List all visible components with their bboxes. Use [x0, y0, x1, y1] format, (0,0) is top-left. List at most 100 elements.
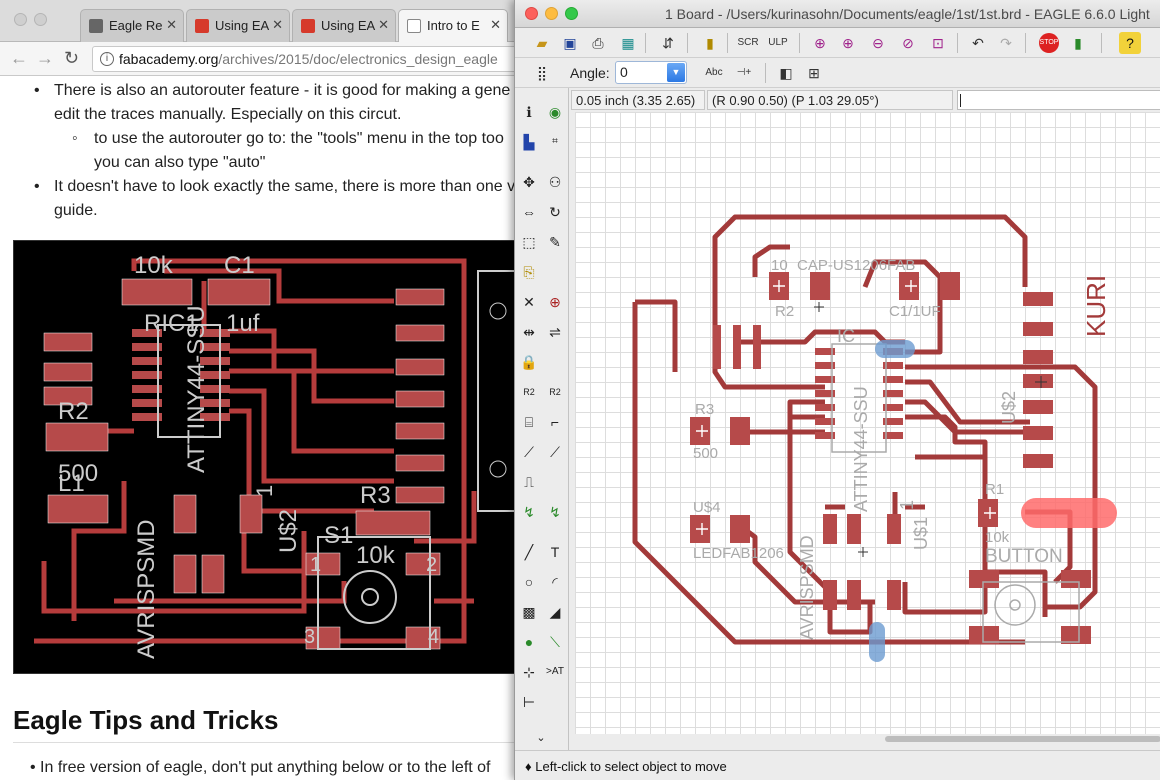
pad[interactable] [730, 417, 750, 445]
zoom-select-icon[interactable]: ⊡ [932, 35, 944, 51]
close-tab-icon[interactable]: ✕ [272, 17, 283, 32]
zoom-fit-icon[interactable]: ⊕ [814, 35, 826, 51]
rotate-icon[interactable]: ↻ [549, 204, 561, 220]
arc-icon[interactable]: ◜ [552, 574, 558, 590]
open-folder-icon[interactable]: ▰ [536, 35, 548, 51]
polygon-icon[interactable]: ◢ [549, 604, 561, 620]
change-icon[interactable]: ✎ [549, 234, 561, 250]
pad[interactable] [810, 272, 830, 300]
pad[interactable] [713, 325, 721, 369]
trace[interactable] [787, 399, 827, 589]
trace[interactable] [905, 379, 1030, 425]
pad[interactable] [753, 325, 761, 369]
close-window-button[interactable] [525, 7, 538, 20]
pad[interactable] [969, 626, 999, 644]
via-icon[interactable]: ● [524, 634, 534, 650]
pad[interactable] [940, 272, 960, 300]
minimize-window-button[interactable] [545, 7, 558, 20]
layout-vertical-icon[interactable]: ⊞ [808, 65, 820, 81]
copy-icon[interactable]: ⚇ [548, 174, 562, 190]
pad[interactable] [823, 580, 837, 610]
pad[interactable] [1023, 454, 1053, 468]
hole-icon[interactable]: ⊹ [523, 664, 535, 680]
zoom-window-button[interactable] [565, 7, 578, 20]
attribute-icon[interactable]: >AT [546, 666, 564, 677]
miter-icon[interactable]: ⌐ [550, 414, 560, 430]
trace[interactable] [712, 214, 1028, 287]
horizontal-scrollbar[interactable] [575, 734, 1160, 744]
trace[interactable] [985, 569, 1048, 617]
board-canvas[interactable]: 10 CAP-US1206FAB R2 C1/1UF IC ATTINY44-S… [575, 112, 1160, 734]
library-icon[interactable]: ▮ [706, 35, 714, 51]
text-icon[interactable]: T [550, 544, 560, 560]
pad[interactable] [1023, 322, 1053, 336]
close-tab-icon[interactable]: ✕ [378, 17, 389, 32]
trace[interactable] [905, 414, 988, 512]
schematic-switch-icon[interactable]: ⇵ [662, 35, 674, 51]
name-icon[interactable]: R2 [523, 387, 535, 397]
spin-icon[interactable]: Abc [705, 67, 723, 78]
save-icon[interactable]: ▣ [563, 35, 577, 51]
smash-icon[interactable]: ⌸ [524, 414, 534, 430]
tab-eagle-reference[interactable]: Eagle Re ✕ [80, 9, 184, 42]
trace[interactable] [752, 244, 790, 277]
pinswap-icon[interactable]: ⇹ [523, 324, 535, 340]
pad[interactable] [847, 514, 861, 544]
split-icon[interactable]: ⟋ [524, 444, 534, 460]
zoom-out-icon[interactable]: ⊖ [872, 35, 884, 51]
lock-icon[interactable]: 🔒 [520, 354, 538, 370]
selected-signal-highlight[interactable] [1021, 498, 1117, 528]
mirror-tool-icon[interactable]: ⇔ [522, 204, 536, 220]
back-arrow-icon[interactable]: ← [10, 48, 28, 68]
add-icon[interactable]: ⊕ [549, 294, 561, 310]
chevron-down-icon[interactable]: ▼ [667, 63, 685, 82]
trace[interactable] [862, 259, 943, 355]
replace-icon[interactable]: ⇌ [549, 324, 561, 340]
help-icon[interactable]: ? [1119, 32, 1141, 54]
angle-dropdown[interactable]: 0 ▼ [615, 61, 687, 84]
airwire-highlight[interactable] [869, 622, 885, 662]
script-icon[interactable]: SCR [737, 37, 759, 48]
route-icon[interactable]: ↯ [523, 504, 535, 520]
command-line-input[interactable] [957, 90, 1160, 110]
tab-using-eagle-2[interactable]: Using EA ✕ [292, 9, 396, 42]
pad[interactable] [730, 515, 750, 543]
mark-icon[interactable]: ⌗ [552, 136, 558, 147]
rectangle-icon[interactable]: ▩ [522, 604, 536, 620]
pad[interactable] [1061, 626, 1091, 644]
reload-icon[interactable]: ↻ [64, 48, 80, 68]
pad[interactable] [1023, 374, 1053, 388]
pad[interactable] [1023, 400, 1053, 414]
airwire-highlight[interactable] [875, 340, 915, 358]
forward-arrow-icon[interactable]: → [36, 48, 54, 68]
display-layers-icon[interactable]: ▙ [523, 134, 535, 150]
grid-select-icon[interactable]: ⣿ [536, 65, 548, 81]
zoom-in-icon[interactable]: ⊕ [842, 35, 854, 51]
signal-icon[interactable]: ⟍ [550, 634, 560, 650]
optimize-icon[interactable]: ⟋ [550, 444, 560, 460]
pad[interactable] [1023, 350, 1053, 364]
paste-icon[interactable]: ⎘ [523, 264, 535, 280]
pad[interactable] [733, 325, 741, 369]
redo-icon[interactable]: ↷ [1000, 35, 1012, 51]
scroll-thumb[interactable] [885, 736, 1160, 742]
trace[interactable] [892, 454, 985, 527]
mirror-icon[interactable]: ⊣+ [736, 67, 752, 78]
board-layout[interactable]: 10 CAP-US1206FAB R2 C1/1UF IC ATTINY44-S… [575, 112, 1160, 734]
move-icon[interactable]: ✥ [523, 174, 535, 190]
tab-using-eagle-1[interactable]: Using EA ✕ [186, 9, 290, 42]
stop-icon[interactable]: STOP [1039, 33, 1059, 53]
delete-icon[interactable]: ✕ [523, 294, 535, 310]
pad[interactable] [1023, 292, 1053, 306]
info-icon[interactable]: ℹ [526, 104, 532, 120]
pad[interactable] [1061, 570, 1091, 588]
chevron-down-icon[interactable]: ⌄ [536, 732, 546, 744]
trace[interactable] [905, 364, 1098, 610]
undo-icon[interactable]: ↶ [972, 35, 984, 51]
print-icon[interactable]: ⎙ [592, 35, 604, 51]
pad[interactable] [823, 514, 837, 544]
pad[interactable] [1023, 426, 1053, 440]
circle-icon[interactable]: ○ [524, 574, 534, 590]
tab-intro-to-eagle[interactable]: Intro to E ✕ [398, 9, 508, 42]
go-icon[interactable]: ▮ [1074, 35, 1082, 51]
